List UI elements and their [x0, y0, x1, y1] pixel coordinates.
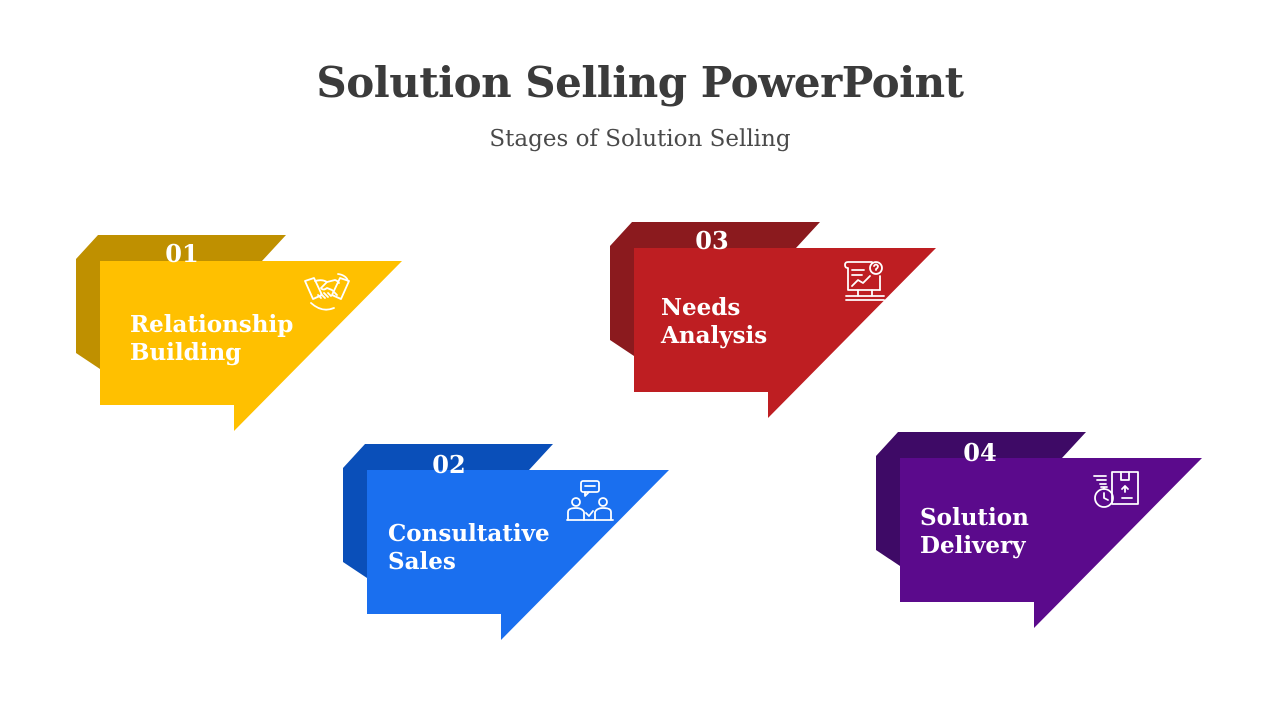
stage-label-line1: Solution — [920, 504, 1029, 531]
stage-label: Solution Delivery — [920, 504, 1120, 560]
stage-label-line2: Analysis — [661, 322, 768, 349]
stage-label-line1: Consultative — [388, 520, 550, 547]
handshake-icon — [304, 273, 350, 311]
stage-label: Relationship Building — [130, 311, 330, 367]
delivery-box-icon — [1093, 471, 1139, 508]
stage-front-shape — [900, 458, 1202, 628]
stage-number: 01 — [165, 239, 199, 268]
page-title: Solution Selling PowerPoint — [316, 58, 964, 107]
stage-label-line2: Delivery — [920, 532, 1026, 559]
stage-label-line1: Needs — [661, 294, 741, 321]
stage-label: Needs Analysis — [661, 294, 861, 350]
consultation-icon — [566, 480, 614, 521]
stage-back-shape — [876, 432, 1086, 566]
stage-card-04: 04 Solution Delivery — [876, 432, 1216, 647]
stage-card-03: 03 Needs Analysis — [610, 222, 950, 437]
stage-back-shape — [343, 444, 553, 578]
stage-number: 03 — [695, 226, 729, 255]
stage-card-02: 02 Consultative Sales — [343, 444, 683, 659]
stage-back-shape — [76, 235, 286, 369]
stage-number: 02 — [432, 450, 466, 479]
stage-label-line1: Relationship — [130, 311, 294, 338]
stage-back-shape — [610, 222, 820, 356]
stage-number: 04 — [963, 438, 997, 467]
page-subtitle: Stages of Solution Selling — [489, 126, 791, 152]
stage-front-shape — [100, 261, 402, 431]
stage-label-line2: Sales — [388, 548, 456, 575]
stage-shape — [876, 432, 1202, 628]
stage-label: Consultative Sales — [388, 520, 588, 576]
stage-shape — [343, 444, 669, 640]
stage-shape — [76, 235, 402, 431]
stage-card-01: 01 Relationship Building — [76, 235, 416, 450]
stage-label-line2: Building — [130, 339, 242, 366]
analysis-report-icon — [844, 261, 885, 301]
stage-front-shape — [367, 470, 669, 640]
